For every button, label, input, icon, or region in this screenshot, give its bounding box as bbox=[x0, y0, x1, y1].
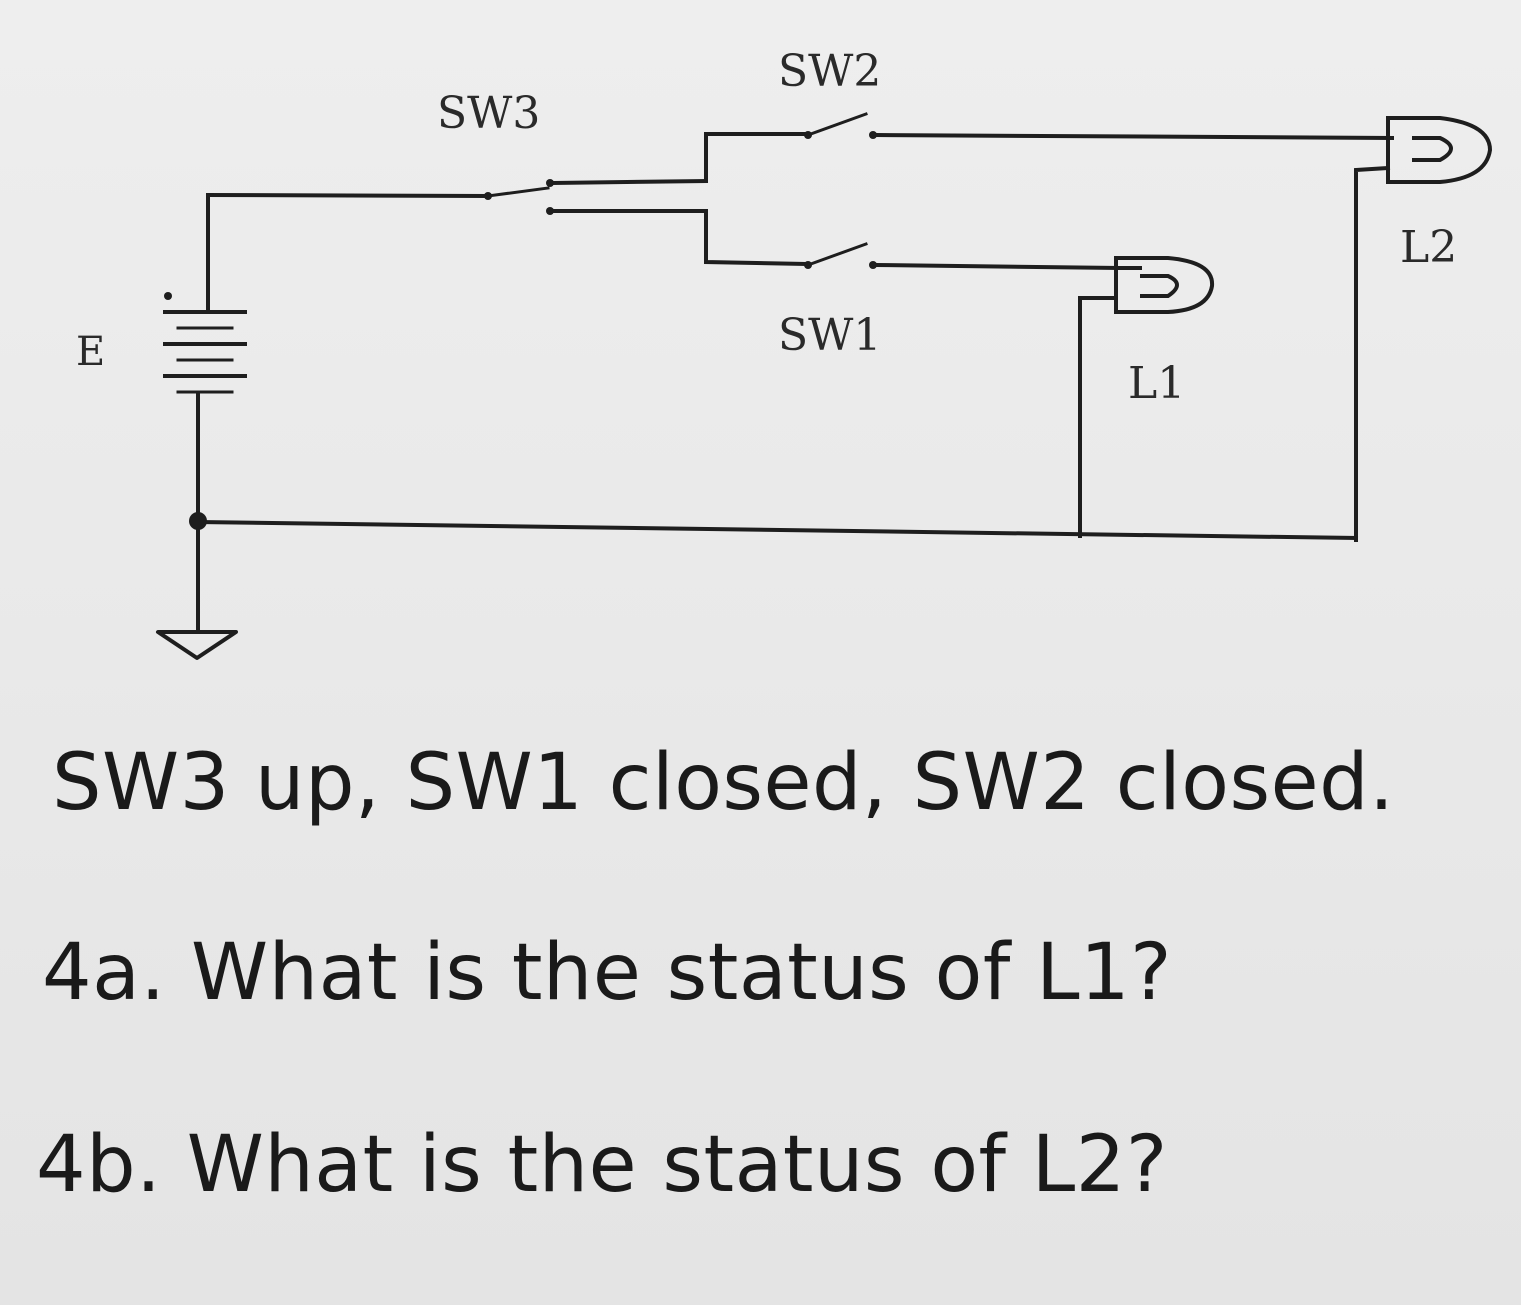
question-4b: 4b. What is the status of L2? bbox=[36, 1120, 1168, 1210]
circuit-diagram: SW3 SW2 SW1 E L1 L2 bbox=[76, 46, 1493, 660]
sw1-switch bbox=[804, 242, 877, 269]
label-l1: L1 bbox=[1128, 358, 1185, 409]
lamp-l1 bbox=[1078, 256, 1215, 538]
l2-feed-wire bbox=[873, 132, 1395, 141]
feed-wire bbox=[205, 192, 491, 199]
label-sw3: SW3 bbox=[437, 88, 540, 139]
sw2-branch-wire bbox=[704, 132, 807, 183]
sw3-switch bbox=[484, 178, 709, 215]
label-sw1: SW1 bbox=[778, 310, 881, 361]
label-e: E bbox=[76, 329, 105, 375]
sw1-branch-wire bbox=[704, 209, 808, 267]
lamp-l2 bbox=[1354, 116, 1493, 542]
label-l2: L2 bbox=[1400, 222, 1457, 273]
l1-feed-wire bbox=[873, 262, 1121, 271]
sw2-switch bbox=[804, 112, 877, 139]
question-4a: 4a. What is the status of L1? bbox=[42, 928, 1173, 1018]
return-wire bbox=[195, 519, 1359, 541]
battery-e bbox=[163, 193, 247, 522]
ground-symbol bbox=[156, 512, 238, 660]
label-sw2: SW2 bbox=[778, 46, 881, 97]
condition-text: SW3 up, SW1 closed, SW2 closed. bbox=[52, 738, 1395, 828]
